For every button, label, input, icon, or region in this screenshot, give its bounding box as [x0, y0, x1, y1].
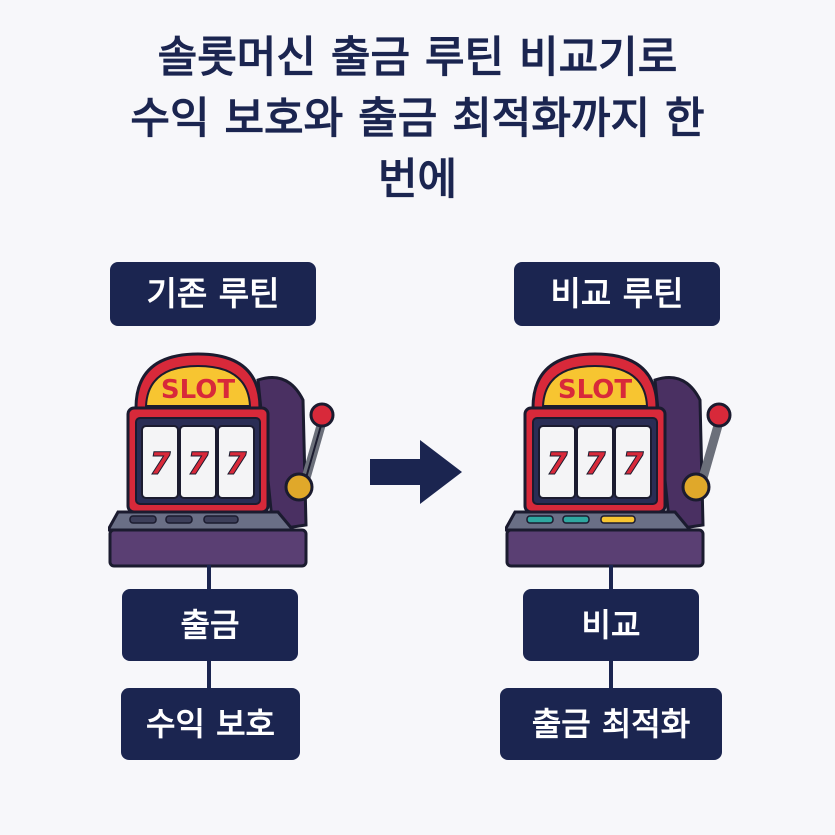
reel-symbol: 7: [585, 447, 606, 482]
reel-symbol: 7: [150, 447, 171, 482]
right-column-header: 비교 루틴: [514, 262, 720, 326]
title-line-2: 수익 보호와 출금 최적화까지 한: [130, 94, 705, 144]
reel-symbol: 7: [226, 447, 247, 482]
slot-sign-text: SLOT: [558, 375, 632, 405]
page-title: 솔롯머신 출금 루틴 비교기로 수익 보호와 출금 최적화까지 한 번에: [20, 28, 815, 211]
left-step-withdraw: 출금: [122, 589, 298, 661]
slot-machine-icon: SLOT 7 7 7: [108, 352, 335, 568]
left-step-profit-protection: 수익 보호: [121, 688, 300, 760]
left-column-header: 기존 루틴: [110, 262, 316, 326]
reel-symbol: 7: [547, 447, 568, 482]
right-step-compare: 비교: [523, 589, 699, 661]
reel-symbol: 7: [188, 447, 209, 482]
connector-line: [207, 661, 211, 688]
title-line-1: 솔롯머신 출금 루틴 비교기로: [157, 33, 678, 83]
reel-symbol: 7: [623, 447, 644, 482]
right-arrow-icon: [370, 440, 462, 504]
connector-line: [609, 565, 613, 590]
title-line-3: 번에: [377, 155, 458, 205]
connector-line: [609, 661, 613, 688]
slot-sign-text: SLOT: [161, 375, 235, 405]
right-step-withdraw-optimization: 출금 최적화: [500, 688, 722, 760]
connector-line: [207, 565, 211, 590]
slot-machine-icon: SLOT 7 7 7: [505, 352, 732, 568]
